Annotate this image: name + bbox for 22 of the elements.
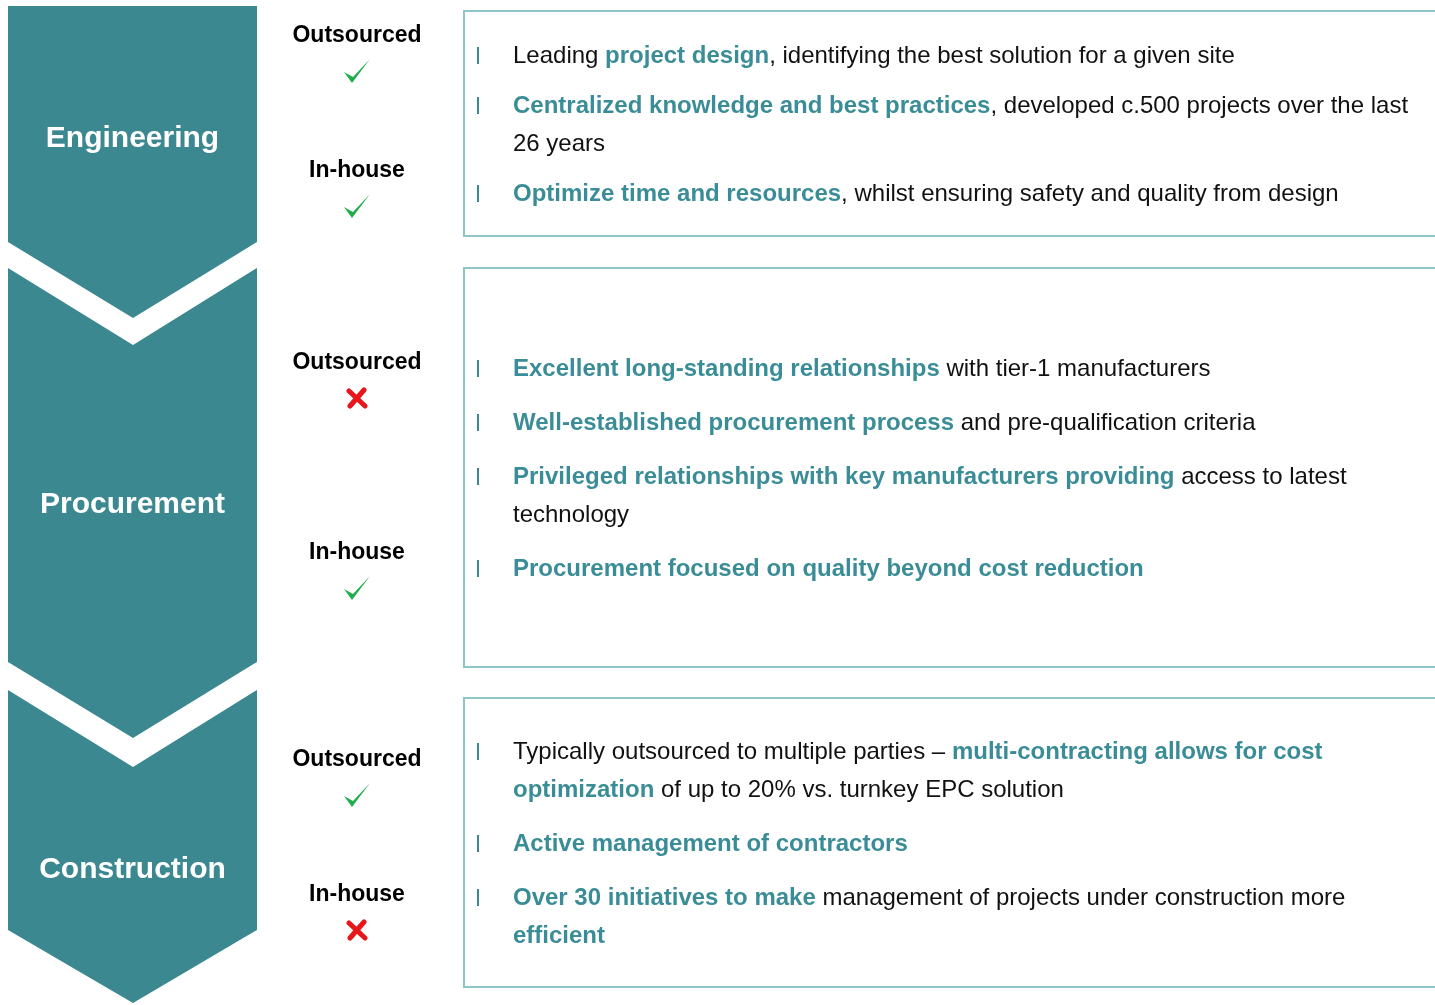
option-label: In-house <box>309 155 405 184</box>
content-box <box>463 10 1435 237</box>
bullet-text: Typically outsourced to multiple parties – multi-contracting allows for cost optimization of up to 20% vs. turnkey EPC solution <box>513 735 1324 804</box>
bullet-text: Over 30 initiatives to make management of projects under construction more efficient <box>513 881 1347 950</box>
option-label: In-house <box>309 879 405 908</box>
option-label: Outsourced <box>292 20 422 49</box>
bullet-text: Procurement focused on quality beyond cost reduction <box>513 552 1144 583</box>
bullet-text: Privileged relationships with key manufacturers providing access to latest technology <box>513 460 1348 529</box>
bullet-text: Optimize time and resources, whilst ensuring safety and quality from design <box>513 177 1339 208</box>
bullet-text: Active management of contractors <box>513 827 908 858</box>
bullet-text: Leading project design, identifying the best solution for a given site <box>513 39 1235 70</box>
option-label: In-house <box>309 537 405 566</box>
stage-label: Engineering <box>44 119 221 155</box>
content-box <box>463 697 1435 988</box>
stage-label: Construction <box>38 850 227 886</box>
bullet-text: Centralized knowledge and best practices, developed c.500 projects over the last 26 years <box>513 89 1410 158</box>
bullet-text: Well-established procurement process and pre-qualification criteria <box>513 406 1256 437</box>
content-box <box>463 267 1435 668</box>
option-label: Outsourced <box>292 347 422 376</box>
option-label: Outsourced <box>292 744 422 773</box>
stage-label: Procurement <box>38 485 227 521</box>
bullet-text: Excellent long-standing relationships with tier-1 manufacturers <box>513 352 1211 383</box>
